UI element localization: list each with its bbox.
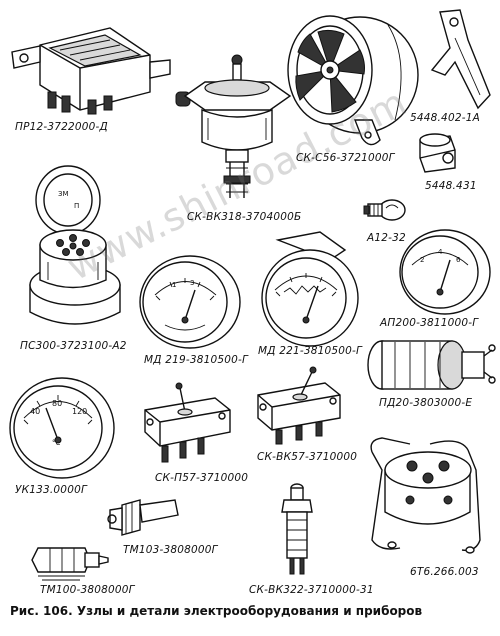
part-label-gauge-md221: МД 221-3810500-Г bbox=[258, 345, 363, 357]
part-label-clamp-connector: 5448.431 bbox=[425, 180, 477, 192]
sensor-pd20-drawing bbox=[367, 340, 496, 390]
svg-text:4: 4 bbox=[438, 248, 443, 256]
sensor-tm103-drawing bbox=[107, 499, 179, 536]
part-label-gauge-ap200: АП200-3811000-Г bbox=[380, 317, 479, 329]
part-label-horn: СК-С56-3721000Г bbox=[296, 152, 395, 164]
part-label-sensor-tm103: ТМ103-3808000Г bbox=[123, 544, 218, 556]
temp-scale-120: 120 bbox=[72, 407, 87, 416]
part-label-relay-regulator: ПР12-3722000-Д bbox=[15, 121, 108, 133]
lamp-socket-holder-drawing bbox=[370, 437, 481, 554]
part-label-bracket: 5448.402-1А bbox=[410, 112, 480, 124]
svg-text:2: 2 bbox=[420, 256, 424, 264]
part-label-lamp-socket-holder: 6Т6.266.003 bbox=[410, 566, 479, 578]
trailer-socket-drawing: ЗМ П bbox=[29, 165, 121, 325]
part-label-toggle-switch-p57: СК-П57-3710000 bbox=[155, 472, 249, 484]
part-label-temperature-gauge: УК133.0000Г bbox=[15, 484, 88, 496]
gauge-md219-drawing: 1 3 bbox=[139, 255, 241, 349]
ground-switch-drawing bbox=[175, 54, 292, 198]
lamp-bulb-drawing bbox=[363, 199, 406, 221]
temperature-gauge-drawing: 40 80 120 °C bbox=[9, 377, 115, 479]
toggle-switch-p57-drawing bbox=[144, 382, 231, 463]
horn-drawing bbox=[287, 15, 419, 146]
svg-text:6: 6 bbox=[456, 256, 461, 264]
relay-regulator-drawing bbox=[11, 27, 171, 115]
part-label-ground-switch: СК-ВК318-3704000Б bbox=[187, 211, 302, 223]
toggle-switch-vk57-drawing bbox=[257, 366, 341, 445]
svg-text:1: 1 bbox=[172, 281, 176, 289]
part-label-sensor-pd20: ПД20-3803000-Е bbox=[379, 397, 473, 409]
part-label-push-button-switch: СК-ВК322-3710000-31 bbox=[249, 584, 374, 596]
bracket-drawing bbox=[430, 9, 491, 110]
part-label-lamp: А12-32 bbox=[367, 232, 406, 244]
part-label-toggle-switch-vk57: СК-ВК57-3710000 bbox=[257, 451, 358, 463]
push-button-switch-drawing bbox=[281, 483, 313, 575]
svg-text:3: 3 bbox=[190, 279, 194, 287]
figure-caption: Рис. 106. Узлы и детали электрооборудова… bbox=[10, 604, 423, 618]
socket-marking-zm: ЗМ bbox=[58, 190, 69, 198]
part-label-sensor-tm100: ТМ100-3808000Г bbox=[40, 584, 135, 596]
part-label-gauge-md219: МД 219-3810500-Г bbox=[144, 354, 249, 366]
part-label-trailer-socket: ПС300-3723100-А2 bbox=[20, 340, 127, 352]
temp-scale-80: 80 bbox=[52, 399, 62, 408]
socket-marking-p: П bbox=[74, 202, 79, 210]
gauge-md221-drawing bbox=[261, 231, 359, 347]
temp-scale-40: 40 bbox=[30, 407, 40, 416]
clamp-connector-drawing bbox=[419, 133, 456, 173]
gauge-ap200-drawing: 2 4 6 bbox=[399, 229, 491, 315]
sensor-tm100-drawing bbox=[31, 547, 109, 581]
